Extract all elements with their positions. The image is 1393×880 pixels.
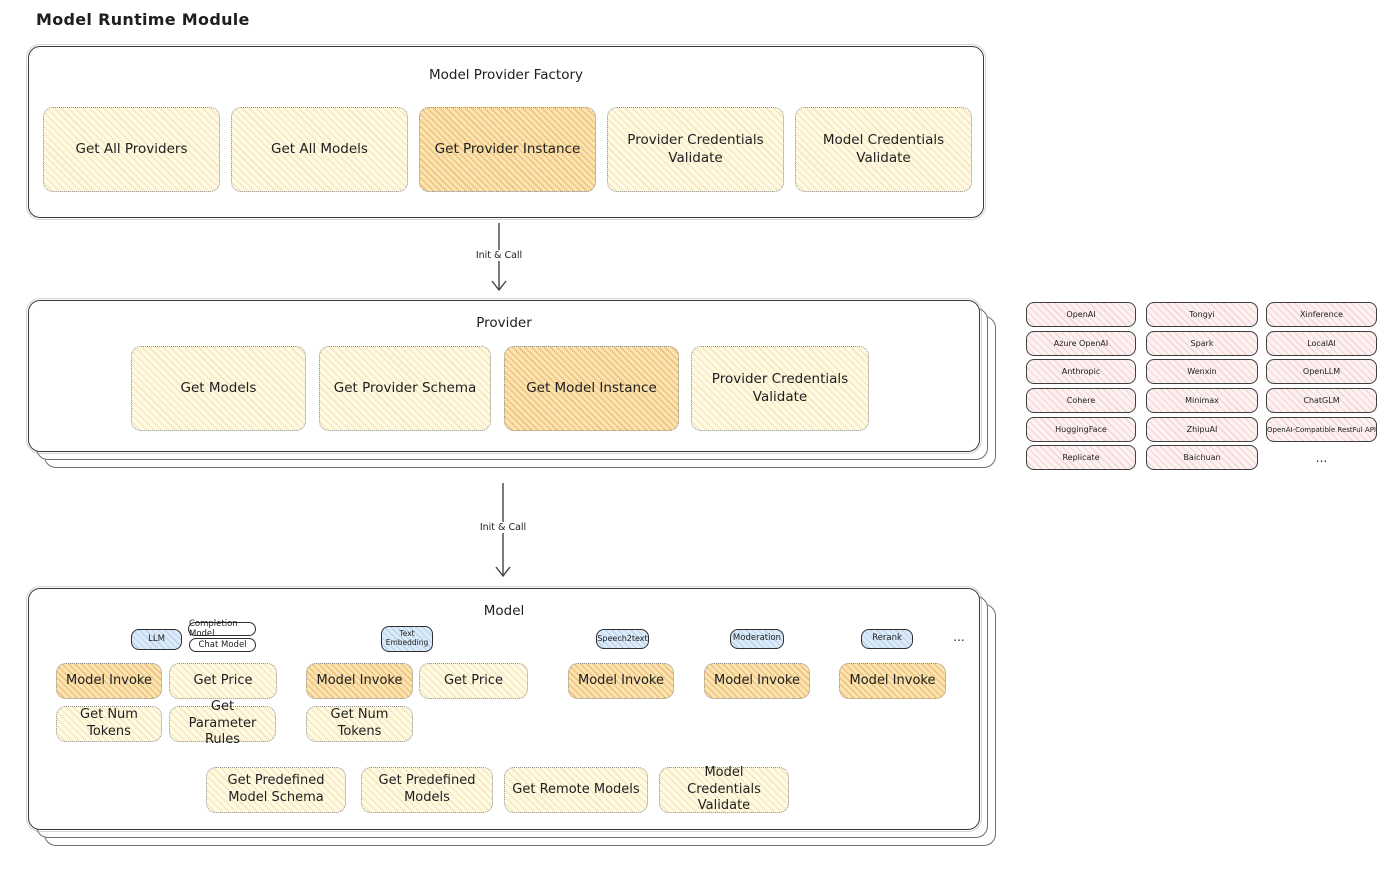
provider-item: OpenLLM [1266, 359, 1377, 384]
node-speech2text-model-invoke: Model Invoke [568, 663, 674, 699]
node-llm-get-parameter-rules: Get Parameter Rules [169, 699, 276, 747]
node-get-all-providers: Get All Providers [43, 107, 220, 192]
page-title: Model Runtime Module [36, 10, 250, 29]
provider-item: Spark [1146, 331, 1258, 356]
factory-panel: Model Provider Factory Get All Providers… [25, 43, 987, 221]
model-panel: Model LLM Completion Model Chat Model Te… [25, 585, 983, 833]
node-embedding-get-price: Get Price [419, 663, 528, 699]
node-embedding-get-num-tokens: Get Num Tokens [306, 706, 413, 742]
node-get-models: Get Models [131, 346, 306, 431]
node-model-credentials-validate: Model Credentials Validate [795, 107, 972, 192]
node-provider-credentials-validate: Provider Credentials Validate [607, 107, 784, 192]
node-moderation-model-invoke: Model Invoke [704, 663, 810, 699]
provider-item: Azure OpenAI [1026, 331, 1136, 356]
provider-item: Xinference [1266, 302, 1377, 327]
node-get-remote-models: Get Remote Models [504, 767, 648, 813]
provider-item: HuggingFace [1026, 417, 1136, 442]
tab-moderation: Moderation [730, 629, 784, 649]
node-get-model-instance: Get Model Instance [504, 346, 679, 431]
provider-item: ChatGLM [1266, 388, 1377, 413]
provider-item: Replicate [1026, 445, 1136, 470]
tabs-ellipsis: ... [953, 630, 965, 644]
node-get-all-models: Get All Models [231, 107, 408, 192]
provider-item: Cohere [1026, 388, 1136, 413]
factory-panel-title: Model Provider Factory [428, 67, 583, 83]
node-provider-credentials-validate-2: Provider Credentials Validate [691, 346, 869, 431]
provider-item: OpenAI-Compatible RestFul API [1266, 417, 1377, 442]
tab-speech2text: Speech2text [596, 629, 649, 649]
node-model-credentials-validate-2: Model Credentials Validate [659, 765, 789, 813]
provider-item: Wenxin [1146, 359, 1258, 384]
init-call-label-2: Init & Call [473, 522, 533, 534]
tab-llm: LLM [131, 629, 182, 650]
node-get-predefined-models: Get Predefined Models [361, 767, 493, 813]
chip-chat-model: Chat Model [189, 638, 256, 652]
provider-item: Anthropic [1026, 359, 1136, 384]
node-llm-model-invoke: Model Invoke [56, 663, 162, 699]
provider-panel: Provider Get Models Get Provider Schema … [25, 297, 983, 455]
provider-grid-ellipsis: ... [1315, 450, 1328, 465]
node-rerank-model-invoke: Model Invoke [839, 663, 946, 699]
node-embedding-model-invoke: Model Invoke [306, 663, 413, 699]
provider-item: OpenAI [1026, 302, 1136, 327]
model-panel-title: Model [483, 603, 525, 619]
provider-panel-title: Provider [476, 315, 532, 331]
tab-text-embedding: Text Embedding [381, 626, 433, 652]
tab-rerank: Rerank [861, 629, 913, 649]
provider-item: Minimax [1146, 388, 1258, 413]
provider-item: ZhipuAI [1146, 417, 1258, 442]
provider-item: Baichuan [1146, 445, 1258, 470]
node-get-provider-instance: Get Provider Instance [419, 107, 596, 192]
node-llm-get-num-tokens: Get Num Tokens [56, 706, 162, 742]
init-call-label-1: Init & Call [469, 250, 529, 262]
provider-item: LocalAI [1266, 331, 1377, 356]
node-get-predefined-model-schema: Get Predefined Model Schema [206, 767, 346, 813]
chip-completion-model: Completion Model [188, 619, 256, 639]
node-llm-get-price: Get Price [169, 663, 277, 699]
node-get-provider-schema: Get Provider Schema [319, 346, 491, 431]
provider-item: Tongyi [1146, 302, 1258, 327]
